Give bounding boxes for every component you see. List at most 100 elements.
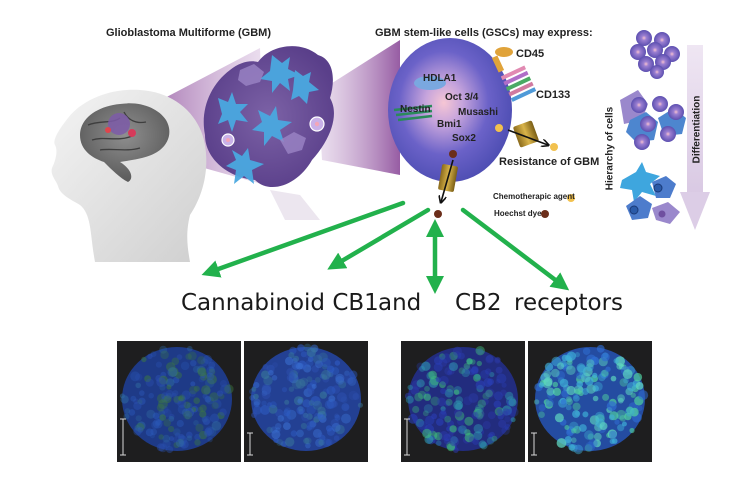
cell-nucleus xyxy=(560,399,567,405)
cell-nucleus xyxy=(295,378,306,389)
cell-nucleus xyxy=(137,421,146,430)
cell-nucleus xyxy=(440,406,446,412)
cell-nucleus xyxy=(615,356,625,366)
cell-nucleus xyxy=(638,390,649,401)
cell-nucleus xyxy=(180,361,190,371)
cell-nucleus xyxy=(251,386,257,392)
cell-nucleus xyxy=(444,415,452,423)
cell-nucleus xyxy=(306,425,312,431)
cell-nucleus xyxy=(453,389,460,395)
cell-nucleus xyxy=(261,383,272,394)
cell-nucleus xyxy=(585,441,596,452)
cell-nucleus xyxy=(139,390,145,396)
efflux-pump-bottom xyxy=(434,150,458,218)
cell-nucleus xyxy=(325,425,333,432)
cell-nucleus xyxy=(321,357,331,368)
label-bmi1: Bmi1 xyxy=(437,119,462,130)
cell-nucleus xyxy=(576,363,586,373)
cell-nucleus xyxy=(204,396,212,403)
hdla1-marker xyxy=(414,76,446,90)
cell-nucleus xyxy=(186,402,193,409)
cell-nucleus xyxy=(156,377,167,387)
cell-nucleus xyxy=(510,417,516,423)
cell-nucleus xyxy=(185,407,195,417)
cell-nucleus xyxy=(581,388,589,395)
cell-nucleus xyxy=(288,352,295,359)
cell-nucleus xyxy=(311,365,319,373)
cell-nucleus xyxy=(482,421,491,430)
cell-nucleus xyxy=(488,431,495,438)
cell-nucleus xyxy=(281,413,291,423)
cell-nucleus xyxy=(579,424,587,432)
cell-nucleus xyxy=(303,412,309,418)
cell-nucleus xyxy=(616,409,627,420)
zoom-projection-tumor-to-gsc xyxy=(318,40,400,175)
cell-nucleus xyxy=(268,370,274,376)
cell-nucleus xyxy=(495,366,503,374)
cell-nucleus xyxy=(261,390,268,397)
cell-nucleus xyxy=(198,430,208,440)
cell-nucleus xyxy=(504,424,511,431)
cell-nucleus xyxy=(582,411,589,418)
cell-nucleus xyxy=(306,421,316,430)
cell-nucleus xyxy=(582,347,591,355)
differentiation-arrow-head xyxy=(680,192,710,230)
cell-nucleus xyxy=(207,436,213,443)
cell-nucleus xyxy=(593,432,602,441)
cell-nucleus xyxy=(619,378,628,387)
cell-nucleus xyxy=(304,437,312,445)
cell-nucleus xyxy=(172,376,180,384)
cell-nucleus xyxy=(590,356,600,366)
cell-nucleus xyxy=(330,400,338,408)
cell-nucleus xyxy=(178,433,185,441)
cell-nucleus xyxy=(165,378,175,387)
cell-nucleus xyxy=(346,377,354,385)
cell-nucleus xyxy=(268,404,278,414)
micrograph-spheroid-2 xyxy=(244,341,368,462)
cell-nucleus xyxy=(573,393,579,399)
cell-nucleus xyxy=(629,407,639,417)
differentiation-arrow-shaft xyxy=(687,45,703,195)
cell-nucleus xyxy=(410,386,419,395)
cell-nucleus xyxy=(566,365,576,375)
cell-nucleus xyxy=(463,363,470,370)
cell-nucleus xyxy=(444,388,454,398)
cell-nucleus xyxy=(162,439,171,448)
cell-nucleus xyxy=(477,348,484,355)
cell-nucleus xyxy=(150,351,157,358)
cell-nucleus xyxy=(314,412,321,420)
cell-nucleus xyxy=(173,428,181,436)
cell-nucleus xyxy=(283,409,291,417)
cell-nucleus xyxy=(253,405,262,415)
cell-nucleus xyxy=(189,390,196,397)
cell-nucleus xyxy=(574,445,582,453)
cell-nucleus xyxy=(498,419,507,428)
cell-nucleus xyxy=(421,361,431,371)
cell-nucleus xyxy=(626,382,637,392)
cell-nucleus xyxy=(291,379,302,390)
label-cd133: CD133 xyxy=(536,89,571,101)
cell-nucleus xyxy=(165,393,173,400)
cell-nucleus xyxy=(158,434,164,440)
cell-nucleus xyxy=(434,356,443,365)
cell-nucleus xyxy=(205,426,215,436)
cell-nucleus xyxy=(261,370,270,379)
cell-nucleus xyxy=(494,357,501,364)
cell-nucleus xyxy=(289,373,296,380)
cell-nucleus xyxy=(289,346,297,355)
cell-nucleus xyxy=(135,382,141,389)
cell-nucleus xyxy=(253,393,259,400)
progenitor-cluster xyxy=(620,90,686,150)
cell-nucleus xyxy=(571,428,577,434)
cell-nucleus xyxy=(463,396,473,406)
cell-nucleus xyxy=(151,420,160,429)
cell-nucleus xyxy=(564,436,572,443)
cell-nucleus xyxy=(322,438,332,448)
cell-nucleus xyxy=(572,410,580,418)
cell-nucleus xyxy=(437,397,446,407)
cell-nucleus xyxy=(266,426,273,434)
cell-nucleus xyxy=(566,351,576,361)
cell-nucleus xyxy=(326,369,334,377)
cell-nucleus xyxy=(317,432,323,438)
cell-nucleus xyxy=(475,346,485,356)
